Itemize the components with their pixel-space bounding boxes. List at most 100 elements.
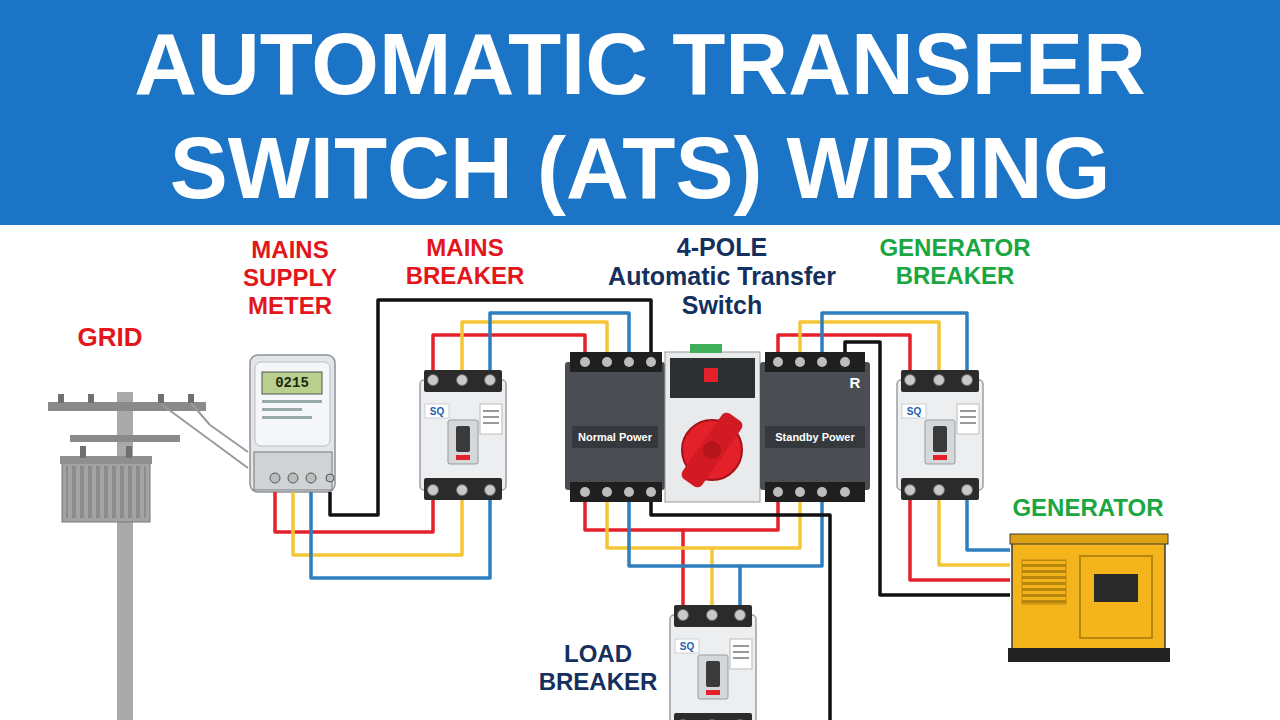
transfer-switch-body-part [795, 357, 805, 367]
meter-reading: 0215 [262, 375, 322, 392]
module-label: Normal Power [568, 430, 662, 444]
transfer-switch-body-part [565, 362, 665, 490]
title-text: AUTOMATIC TRANSFER SWITCH (ATS) WIRING [50, 12, 1230, 220]
transfer-switch-body-part [580, 487, 590, 497]
ats-output-jumpers [651, 502, 830, 720]
utility-pole-part [58, 394, 64, 403]
utility-pole-part [188, 394, 194, 403]
utility-pole-part [126, 446, 132, 458]
transfer-switch-body-part [703, 441, 721, 459]
transfer-switch-body-part [765, 352, 865, 372]
wire-bundle [910, 500, 1010, 580]
device-label: GRID [50, 322, 170, 352]
utility-pole-part [60, 456, 152, 464]
transfer-switch-body-part [580, 357, 590, 367]
brand-logo: SQ [425, 405, 449, 418]
wire [778, 335, 910, 370]
grid-pole: GRID [45, 388, 210, 720]
generator-body-part [1012, 540, 1165, 650]
wire-bundle [585, 502, 740, 605]
energy-meter-part [255, 362, 330, 446]
wire [311, 492, 490, 578]
generator-body-part [1010, 534, 1168, 544]
wire [629, 502, 740, 605]
meter-box: MAINS SUPPLY METER [248, 352, 338, 492]
transfer-switch-body-part [570, 482, 662, 502]
generator-body-part [1008, 648, 1170, 662]
breaker-box: MAINS BREAKER [418, 370, 508, 500]
wire-bundle [210, 425, 248, 468]
breaker-box: LOAD BREAKER [668, 605, 758, 720]
mains-breaker-body [420, 370, 506, 500]
transfer-switch-body-part [817, 357, 827, 367]
wire-bundle [275, 492, 490, 578]
wire [607, 502, 712, 605]
device-label: 4-POLE [622, 232, 822, 262]
load-breaker-body [670, 605, 756, 720]
transfer-switch-body-part [646, 487, 656, 497]
energy-meter-part [262, 400, 322, 403]
transfer-switch-body-part [602, 357, 612, 367]
ats-output-jumpers-part [712, 502, 800, 548]
energy-meter-part [262, 416, 312, 419]
transfer-switch-body-part [840, 357, 850, 367]
module-mark: R [846, 374, 864, 392]
wire [462, 322, 607, 370]
generator-body [1008, 534, 1170, 662]
energy-meter-part [326, 474, 334, 482]
energy-meter-part [250, 355, 335, 492]
device-label: LOAD BREAKER [528, 640, 668, 696]
wire [210, 425, 248, 452]
wire [210, 440, 248, 468]
wire [275, 492, 433, 532]
energy-meter [250, 355, 335, 492]
transfer-switch-body-part [679, 410, 745, 489]
energy-meter-part [262, 408, 302, 411]
transfer-switch-body-part [704, 368, 718, 382]
transfer-switch-body-part [646, 357, 656, 367]
ats-output-jumpers-part [740, 502, 822, 566]
transfer-switch-body-part [817, 487, 827, 497]
utility-pole-part [48, 402, 206, 411]
device-label: GENERATOR BREAKER [853, 234, 1058, 290]
breaker-box: GENERATOR BREAKER [895, 370, 985, 500]
utility-pole-part [80, 446, 86, 458]
transfer-switch-body-part [690, 344, 722, 353]
transfer-switch-body-part [773, 357, 783, 367]
wire [939, 500, 1010, 565]
brand-logo: SQ [902, 405, 926, 418]
transfer-switch-body-part [765, 482, 865, 502]
wire-bundle [845, 342, 1010, 595]
generator-body-part [1022, 560, 1066, 604]
transfer-switch-body-part [624, 487, 634, 497]
energy-meter-part [262, 372, 322, 394]
wire [490, 313, 629, 370]
transfer-switch-body-part [602, 487, 612, 497]
energy-meter-part [270, 473, 280, 483]
utility-pole-part [62, 462, 150, 522]
wire [967, 500, 1010, 550]
transfer-switch-body-part [670, 358, 755, 398]
energy-meter-part [254, 452, 332, 490]
generator-breaker-body [897, 370, 983, 500]
wire-bundle [330, 300, 651, 515]
module-label: Standby Power [763, 430, 867, 444]
transfer-switch-body-part [570, 352, 662, 372]
brand-logo: SQ [675, 640, 699, 653]
utility-pole-part [161, 403, 210, 440]
wire [433, 335, 585, 370]
wire [845, 342, 1010, 595]
wire [330, 300, 651, 515]
generator-body-part [1094, 574, 1138, 602]
transfer-switch-body-part [665, 352, 760, 502]
device-label: GENERATOR [1003, 494, 1173, 522]
device-label: MAINS BREAKER [383, 234, 548, 290]
utility-pole-part [88, 394, 94, 403]
transfer-switch-body-part [624, 357, 634, 367]
utility-pole [48, 392, 210, 720]
utility-pole-part [66, 466, 146, 518]
ats-box: 4-POLEAutomatic Transfer Switch [565, 352, 870, 502]
transfer-switch-body [565, 344, 870, 502]
transfer-switch-body-part [760, 362, 870, 490]
